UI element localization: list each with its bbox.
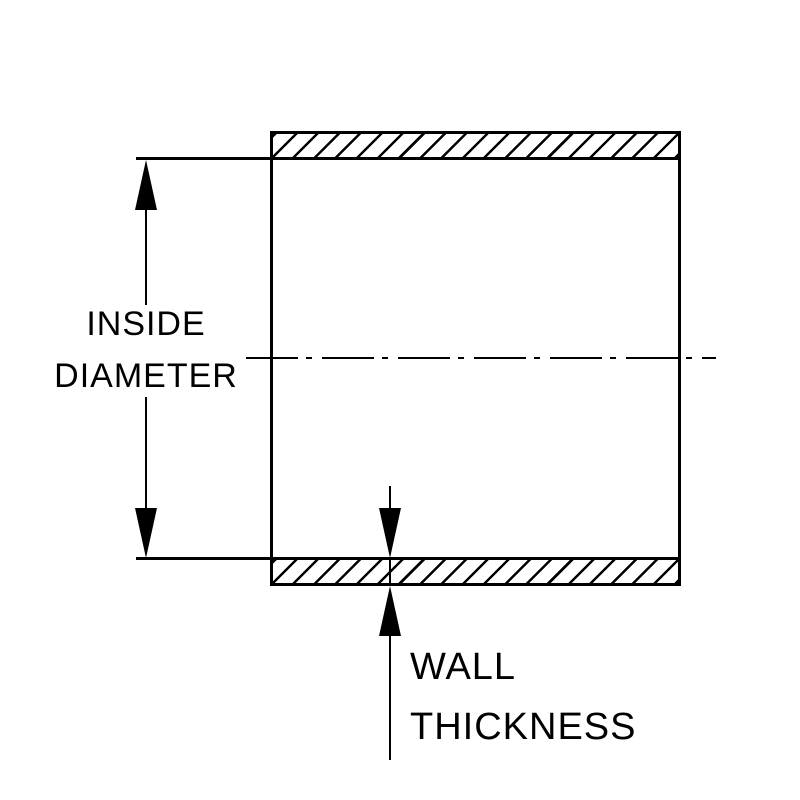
wall-thickness-label-line2: THICKNESS	[410, 706, 637, 748]
inside-diameter-dimension-line-lower	[145, 397, 147, 509]
inside-diameter-label-line2: DIAMETER	[54, 357, 238, 395]
inside-diameter-dimension-line-upper	[145, 205, 147, 305]
wall-thickness-arrow-down-icon	[379, 508, 401, 558]
inside-diameter-label-line1: INSIDE	[86, 305, 206, 343]
tube-bottom-wall-hatch	[270, 557, 681, 586]
wall-thickness-label-line1: WALL	[410, 646, 517, 688]
centerline	[246, 357, 716, 359]
wall-thickness-dimension-line-upper	[389, 486, 391, 516]
tube-top-wall-hatch	[270, 131, 681, 160]
wall-thickness-dimension-line-through-wall	[389, 558, 391, 586]
inside-diameter-arrow-down-icon	[135, 508, 157, 558]
inside-diameter-arrow-up-icon	[135, 160, 157, 210]
inside-diameter-extension-line-top	[136, 157, 270, 160]
wall-thickness-arrow-up-icon	[379, 586, 401, 636]
inside-diameter-extension-line-bottom	[136, 557, 270, 560]
wall-thickness-dimension-line-lower	[389, 632, 391, 760]
